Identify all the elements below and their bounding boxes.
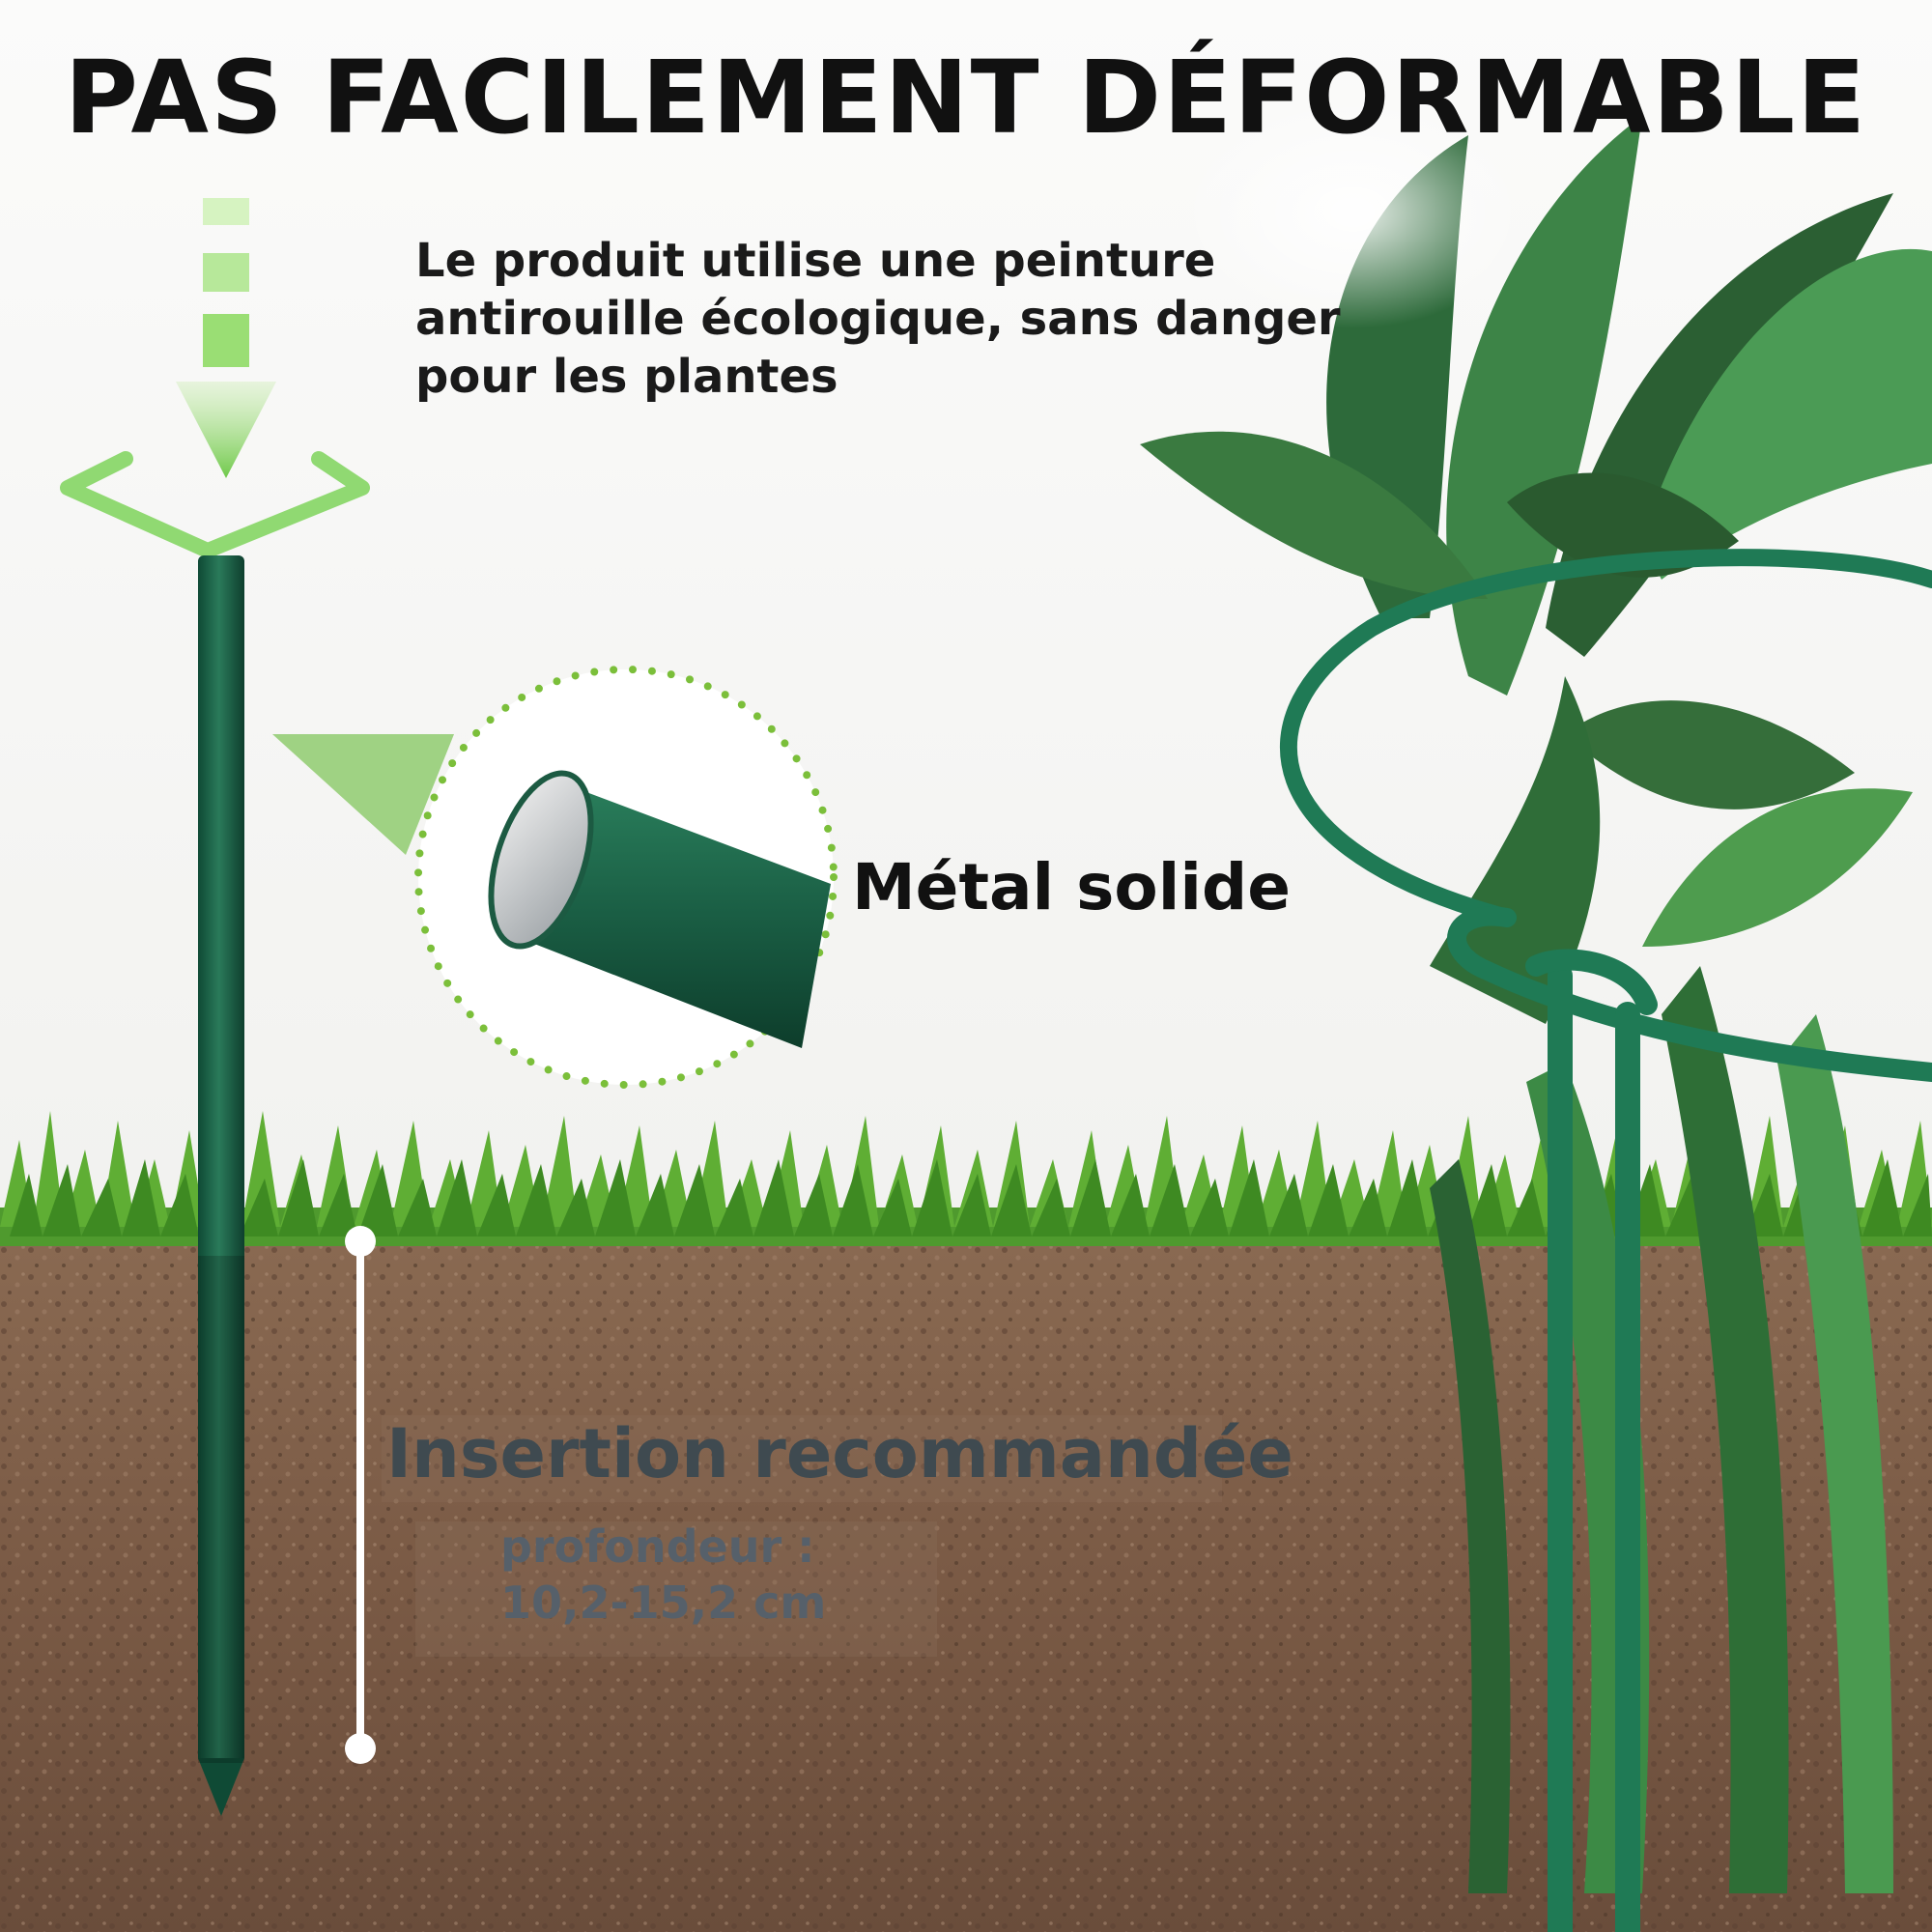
depth-value: 10,2-15,2 cm	[500, 1577, 827, 1629]
product-description: Le produit utilise une peinture antiroui…	[415, 234, 1341, 404]
garden-stake	[198, 555, 244, 1816]
depth-label: profondeur :	[500, 1520, 815, 1573]
zoom-pointer	[272, 734, 454, 855]
plant-foliage	[1140, 97, 1932, 1893]
insertion-depth: profondeur : 10,2-15,2 cm	[500, 1519, 826, 1631]
down-arrow-icon	[176, 198, 276, 478]
insertion-bracket-icon	[60, 451, 370, 558]
insertion-title: Insertion recommandée	[386, 1414, 1293, 1493]
metal-rod-icon	[488, 770, 831, 1048]
headline: PAS FACILEMENT DÉFORMABLE	[64, 39, 1868, 156]
depth-marker	[345, 1226, 376, 1764]
material-label: Métal solide	[852, 850, 1292, 924]
plant-support-ring	[1279, 549, 1932, 1932]
grass	[0, 1111, 1932, 1246]
zoom-circle	[414, 666, 838, 1089]
